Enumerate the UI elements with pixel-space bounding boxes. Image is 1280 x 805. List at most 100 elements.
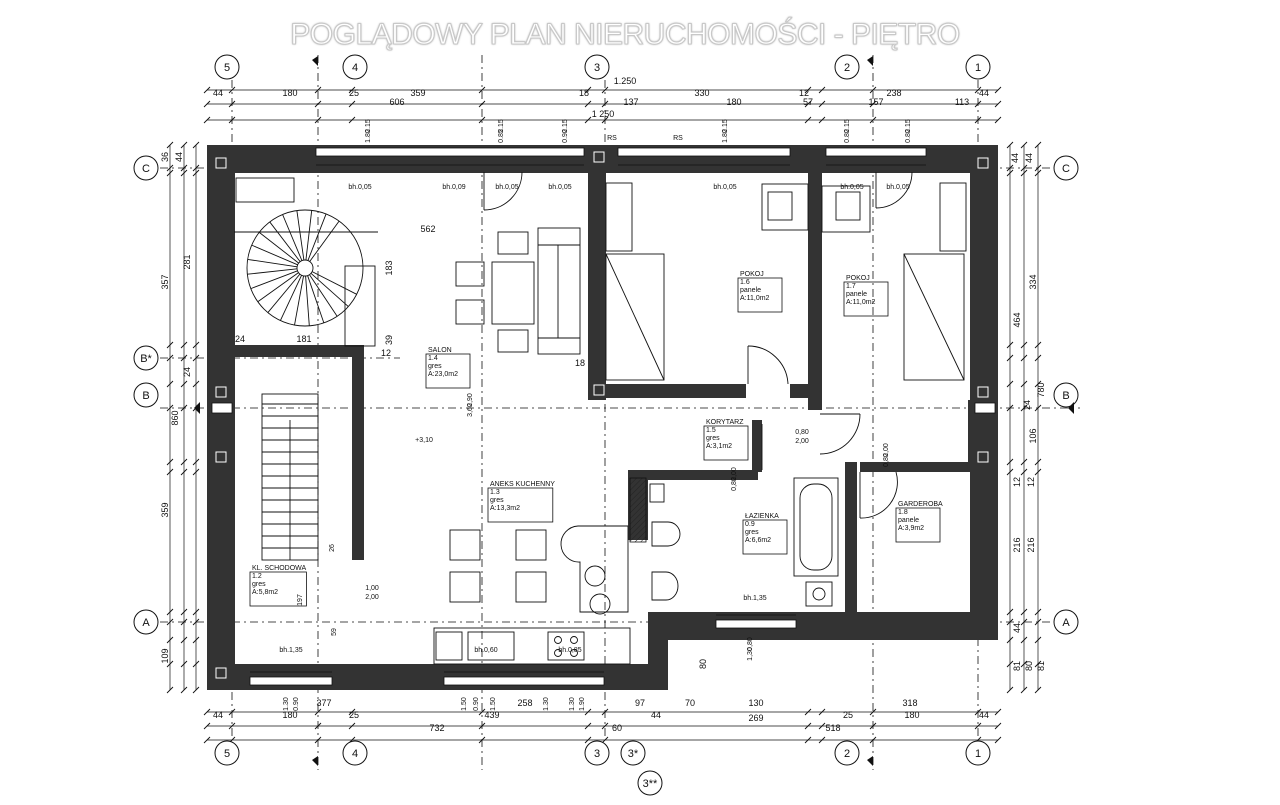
- tick: [166, 636, 174, 644]
- dim-18: 18: [575, 358, 585, 368]
- dim-top-r2: 606: [389, 97, 404, 107]
- opening-top-line: 0.90: [562, 129, 569, 143]
- room-floor: panele: [740, 287, 761, 294]
- opening-top-line: 2.15: [844, 119, 851, 133]
- tick: [601, 116, 609, 124]
- tick: [348, 116, 356, 124]
- opening-sill: bh.0,05: [548, 184, 571, 191]
- tick: [1020, 608, 1028, 616]
- tick: [203, 86, 211, 94]
- door-3-line: 0,80: [731, 477, 738, 491]
- tick: [314, 100, 322, 108]
- tick: [314, 116, 322, 124]
- stair-spoke: [251, 244, 298, 266]
- tick: [228, 722, 236, 730]
- tick: [1006, 404, 1014, 412]
- room-label-box: [703, 425, 749, 461]
- axis-circle: [584, 54, 610, 80]
- axis-circle: [584, 740, 610, 766]
- opening-bottom: 1.30: [543, 697, 550, 711]
- rs-label: RS: [607, 135, 617, 142]
- tick: [584, 736, 592, 744]
- tick: [1034, 458, 1042, 466]
- tick: [1006, 636, 1014, 644]
- axis-label: 3*: [628, 748, 639, 760]
- tick: [192, 354, 200, 362]
- dimension-lines: [169, 89, 1039, 741]
- opening-top: 0.802.15: [905, 119, 912, 143]
- axis-label: B: [1062, 390, 1069, 402]
- dim-top-r1: 359: [410, 88, 425, 98]
- dim-top-r1: 44: [213, 88, 223, 98]
- door-4: 0,802,00: [883, 443, 890, 467]
- stair-spoke: [282, 214, 303, 261]
- opening-bottom-sill: bh.0,85: [558, 647, 581, 654]
- opening-sill: bh.0,05: [713, 184, 736, 191]
- tick: [584, 722, 592, 730]
- dim-bottom-r2: 25: [843, 710, 853, 720]
- axis-label: 2: [844, 748, 850, 760]
- opening-top-line: 2.15: [365, 119, 372, 133]
- door-4-line: 0,80: [883, 453, 890, 467]
- room-floor: gres: [706, 435, 720, 442]
- tick: [478, 722, 486, 730]
- room-label-box: [425, 353, 471, 389]
- opening-bottom-2: 1.90: [579, 697, 586, 711]
- stair-spoke: [258, 232, 299, 264]
- axis-bottom-6: 1: [965, 740, 991, 766]
- tick: [974, 86, 982, 94]
- dim-197: 197: [297, 594, 304, 606]
- room-id: 1.6: [740, 279, 750, 286]
- door-3-line: 2,00: [731, 467, 738, 481]
- axis-bottom-4: 3**: [637, 770, 663, 796]
- dim-left: 36: [160, 152, 170, 162]
- dim-59: 59: [331, 628, 338, 636]
- tick: [166, 141, 174, 149]
- tick: [804, 708, 812, 716]
- tick: [1034, 354, 1042, 362]
- door-2-line: 0,80: [795, 429, 809, 436]
- tick: [1006, 618, 1014, 626]
- tick: [1020, 686, 1028, 694]
- tick: [180, 354, 188, 362]
- tick: [1006, 468, 1014, 476]
- axis-left-3: A: [133, 609, 159, 635]
- dim-left: 281: [182, 254, 192, 269]
- stair-spoke: [294, 275, 304, 326]
- dim-bottom-r2: 269: [748, 713, 763, 723]
- dim-right: 44: [1010, 153, 1020, 163]
- tick: [192, 468, 200, 476]
- axis-label: 5: [224, 748, 230, 760]
- spiral-staircase: [234, 177, 378, 347]
- dim-left: 359: [160, 502, 170, 517]
- tick: [192, 608, 200, 616]
- tick: [1020, 468, 1028, 476]
- doors: [483, 171, 913, 519]
- opening-sill: bh.0,05: [886, 184, 909, 191]
- stair-spoke: [267, 273, 301, 313]
- tick: [869, 736, 877, 744]
- tick: [1020, 618, 1028, 626]
- axis-bottom-1: 4: [342, 740, 368, 766]
- tick: [166, 341, 174, 349]
- tick: [180, 458, 188, 466]
- axis-circle: [214, 740, 240, 766]
- stair-spoke: [250, 270, 298, 290]
- interior-labels: 56218318124123918+3,101,002,000,802,000,…: [235, 224, 890, 669]
- axis-top-1: 1: [965, 54, 991, 80]
- room-label-box: [249, 571, 307, 607]
- tick: [1034, 380, 1042, 388]
- stair-spoke: [307, 275, 325, 324]
- tick: [180, 404, 188, 412]
- tick: [994, 86, 1002, 94]
- dim-top-r1: 330: [694, 88, 709, 98]
- tick: [166, 660, 174, 668]
- tick: [804, 116, 812, 124]
- axis-circle: [342, 740, 368, 766]
- axis-circle: [1053, 609, 1079, 635]
